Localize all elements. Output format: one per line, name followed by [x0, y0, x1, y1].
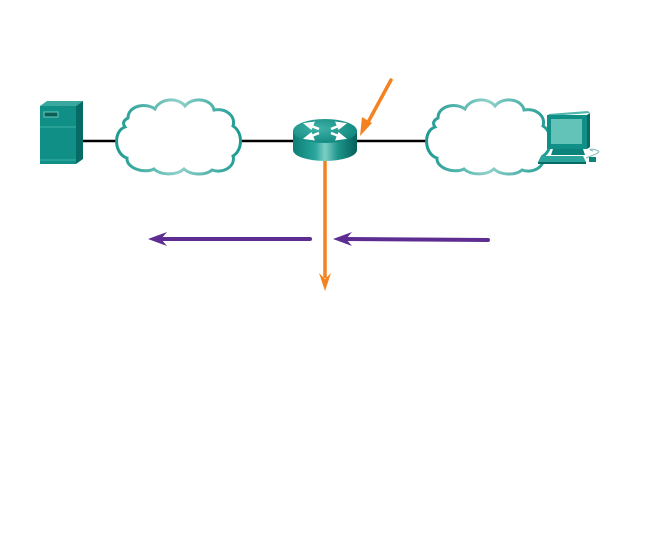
flow-arrow-left — [148, 232, 312, 246]
server-icon — [40, 101, 83, 164]
router-down-arrow — [319, 161, 331, 291]
pointer-arrow — [360, 78, 393, 136]
cloud-left-icon — [115, 98, 242, 176]
cloud-right-icon — [425, 98, 552, 176]
pc-icon — [538, 111, 600, 164]
flow-arrow-right — [333, 232, 490, 246]
router-icon — [293, 119, 357, 161]
